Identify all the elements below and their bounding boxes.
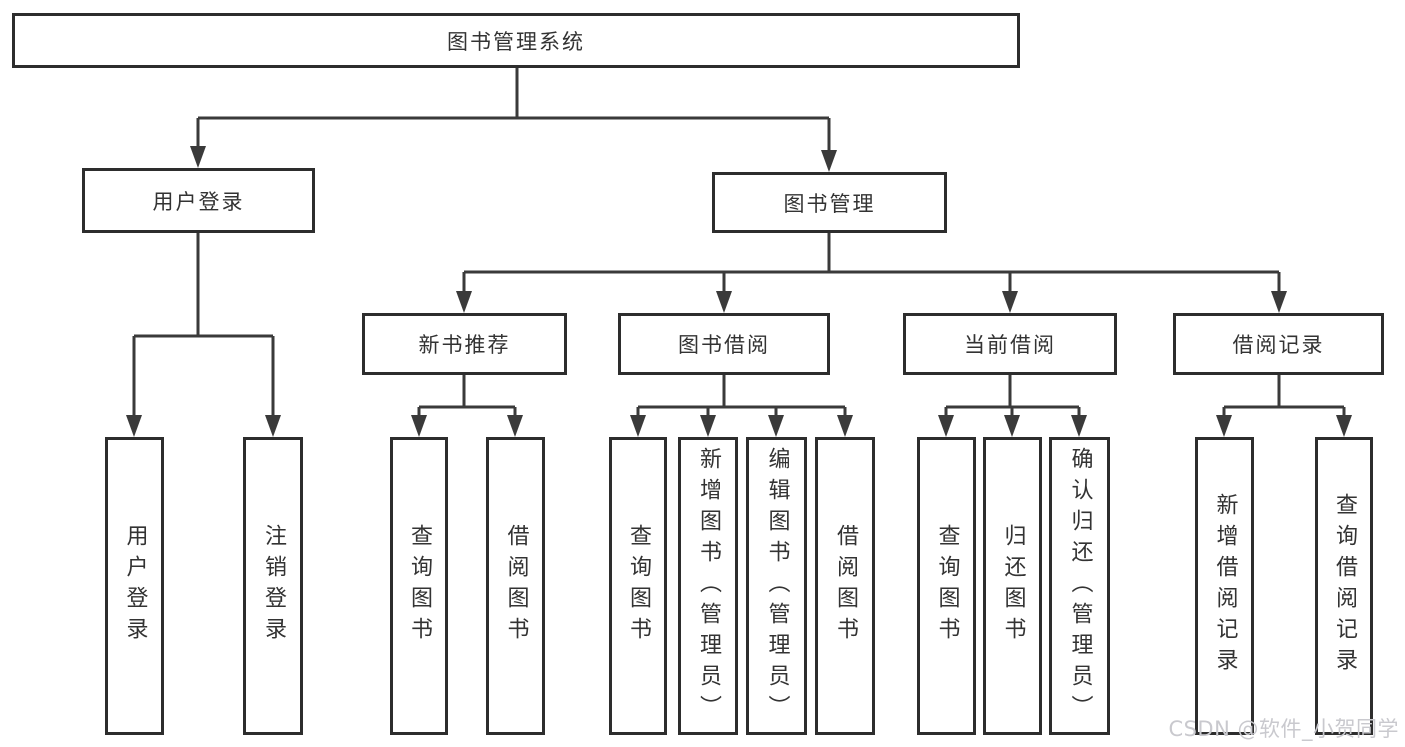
arrowhead-icon bbox=[1216, 415, 1232, 437]
leaf-bb-edit-books-label: 编辑图书（管理员） bbox=[764, 446, 790, 726]
arrowhead-icon bbox=[1336, 415, 1352, 437]
leaf-cb-return-books-label: 归还图书 bbox=[1000, 524, 1026, 648]
node-book-borrowing: 图书借阅 bbox=[618, 313, 830, 375]
arrowhead-icon bbox=[700, 415, 716, 437]
leaf-cb-confirm-return-label: 确认归还（管理员） bbox=[1067, 446, 1093, 726]
leaf-br-add-record-label: 新增借阅记录 bbox=[1212, 493, 1238, 679]
arrowhead-icon bbox=[768, 415, 784, 437]
leaf-cb-confirm-return: 确认归还（管理员） bbox=[1049, 437, 1110, 735]
node-book-management: 图书管理 bbox=[712, 172, 947, 233]
arrowhead-icon bbox=[1071, 415, 1087, 437]
leaf-cb-return-books: 归还图书 bbox=[983, 437, 1042, 735]
leaf-nb-borrow-books-label: 借阅图书 bbox=[503, 524, 529, 648]
node-root: 图书管理系统 bbox=[12, 13, 1020, 68]
leaf-nb-query-books: 查询图书 bbox=[390, 437, 448, 735]
leaf-bb-add-books: 新增图书（管理员） bbox=[678, 437, 738, 735]
leaf-br-query-record: 查询借阅记录 bbox=[1315, 437, 1373, 735]
node-book-management-label: 图书管理 bbox=[783, 191, 876, 216]
leaf-nb-query-books-label: 查询图书 bbox=[407, 524, 432, 648]
node-current-borrowing-label: 当前借阅 bbox=[964, 333, 1056, 357]
leaf-bb-query-books-label: 查询图书 bbox=[626, 524, 651, 648]
node-new-book-recommend: 新书推荐 bbox=[362, 313, 567, 375]
arrowhead-icon bbox=[190, 146, 206, 168]
node-borrowing-records-label: 借阅记录 bbox=[1232, 333, 1325, 357]
leaf-user-login: 用户登录 bbox=[105, 437, 164, 735]
leaf-bb-edit-books: 编辑图书（管理员） bbox=[746, 437, 807, 735]
arrowhead-icon bbox=[837, 415, 853, 437]
arrowhead-icon bbox=[938, 415, 954, 437]
leaf-bb-add-books-label: 新增图书（管理员） bbox=[696, 446, 721, 726]
arrowhead-icon bbox=[821, 150, 837, 172]
arrowhead-icon bbox=[456, 291, 472, 313]
arrowhead-icon bbox=[630, 415, 646, 437]
node-borrowing-records: 借阅记录 bbox=[1173, 313, 1384, 375]
leaf-bb-borrow-books: 借阅图书 bbox=[815, 437, 875, 735]
node-book-borrowing-label: 图书借阅 bbox=[678, 333, 770, 357]
arrowhead-icon bbox=[716, 291, 732, 313]
arrowhead-icon bbox=[411, 415, 427, 437]
arrowhead-icon bbox=[1004, 415, 1020, 437]
leaf-br-add-record: 新增借阅记录 bbox=[1195, 437, 1254, 735]
leaf-cb-query-books: 查询图书 bbox=[917, 437, 976, 735]
leaf-br-query-record-label: 查询借阅记录 bbox=[1332, 493, 1357, 679]
leaf-user-login-label: 用户登录 bbox=[122, 524, 148, 648]
node-user-login: 用户登录 bbox=[82, 168, 315, 233]
arrowhead-icon bbox=[265, 415, 281, 437]
leaf-nb-borrow-books: 借阅图书 bbox=[486, 437, 545, 735]
arrowhead-icon bbox=[507, 415, 523, 437]
leaf-bb-query-books: 查询图书 bbox=[609, 437, 667, 735]
node-root-label: 图书管理系统 bbox=[447, 29, 585, 54]
node-new-book-recommend-label: 新书推荐 bbox=[418, 333, 511, 357]
leaf-logout-label: 注销登录 bbox=[261, 524, 286, 648]
leaf-bb-borrow-books-label: 借阅图书 bbox=[833, 524, 858, 648]
arrowhead-icon bbox=[126, 415, 142, 437]
csdn-watermark: CSDN @软件_小贺同学 bbox=[1168, 717, 1399, 741]
arrowhead-icon bbox=[1002, 291, 1018, 313]
node-current-borrowing: 当前借阅 bbox=[903, 313, 1117, 375]
arrowhead-icon bbox=[1271, 291, 1287, 313]
leaf-cb-query-books-label: 查询图书 bbox=[934, 524, 960, 648]
leaf-logout: 注销登录 bbox=[243, 437, 303, 735]
node-user-login-label: 用户登录 bbox=[152, 189, 245, 214]
